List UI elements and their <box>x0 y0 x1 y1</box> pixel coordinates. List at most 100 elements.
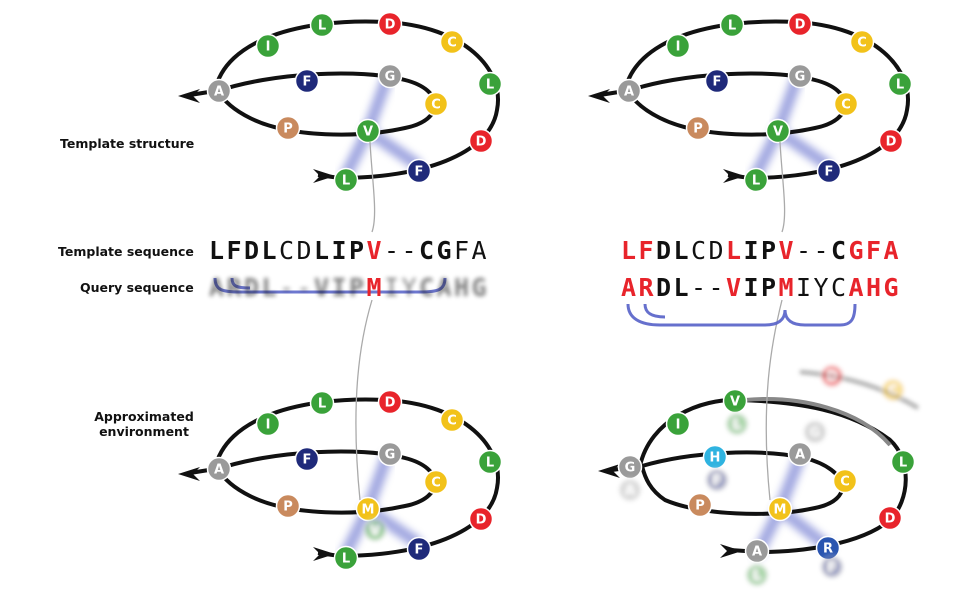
residue-letter: R <box>226 273 243 302</box>
residue-label: L <box>896 78 904 93</box>
residue-label: C <box>447 414 457 429</box>
residue-node: F <box>294 446 320 472</box>
residue-circle <box>477 449 503 475</box>
residue-circle <box>423 469 449 495</box>
residue-letter: F <box>865 236 882 265</box>
residue-node: M <box>767 496 793 522</box>
residue-label: L <box>318 19 326 34</box>
link-line <box>765 299 783 501</box>
residue-node: L <box>477 71 503 97</box>
link-line <box>369 141 376 233</box>
link-line <box>355 299 373 501</box>
residue-letter: I <box>331 236 348 265</box>
residue-letter: L <box>208 236 225 265</box>
residue-circle <box>255 411 281 437</box>
residue-circle <box>802 419 828 445</box>
alignment-bracket <box>230 277 251 290</box>
residue-circle <box>787 441 813 467</box>
residue-circle <box>704 467 730 493</box>
residue-circle <box>468 506 494 532</box>
residue-letter: D <box>243 236 260 265</box>
residue-node: F <box>819 554 845 580</box>
residue-letter: I <box>743 273 760 302</box>
residue-node: A <box>617 477 643 503</box>
query-sequence-right: ARDL--VIPMIYCAHG <box>620 273 900 303</box>
residue-circle <box>743 167 769 193</box>
residue-circle <box>206 78 232 104</box>
residue-letter: G <box>848 236 865 265</box>
residue-node: P <box>685 115 711 141</box>
residue-node: A <box>206 78 232 104</box>
residue-circle <box>406 158 432 184</box>
residue-circle <box>665 33 691 59</box>
residue-label: C <box>888 384 898 399</box>
query-sequence-left: ARDL--VIPMIYCAHG <box>208 273 488 303</box>
residue-letter: - <box>278 273 295 302</box>
residue-node: A <box>206 456 232 482</box>
residue-label: A <box>625 484 635 499</box>
residue-circle <box>275 493 301 519</box>
residue-label: C <box>447 36 457 51</box>
residue-letter: M <box>366 273 383 302</box>
residue-node: G <box>377 441 403 467</box>
residue-letter: A <box>620 273 637 302</box>
residue-label: F <box>713 474 722 489</box>
residue-circle <box>849 29 875 55</box>
residue-circle <box>423 91 449 117</box>
residue-node: M <box>355 496 381 522</box>
residue-letter: I <box>743 236 760 265</box>
residue-label: C <box>857 36 867 51</box>
backbone-inner <box>640 450 845 516</box>
residue-circle <box>309 12 335 38</box>
residue-letter: A <box>883 236 900 265</box>
residue-label: I <box>266 40 271 55</box>
alignment-bracket <box>626 303 857 327</box>
residue-label: M <box>362 503 375 518</box>
residue-label: P <box>283 122 293 137</box>
residue-circle <box>877 505 903 531</box>
residue-circle <box>616 78 642 104</box>
residue-label: V <box>730 395 740 410</box>
label-template-structure: Template structure <box>60 136 195 151</box>
residue-node: R <box>815 535 841 561</box>
residue-label: I <box>266 418 271 433</box>
residue-node: A <box>616 78 642 104</box>
residue-node: V <box>722 388 748 414</box>
residue-label: L <box>753 569 761 584</box>
residue-node: D <box>468 128 494 154</box>
residue-node: L <box>890 449 916 475</box>
residue-label: L <box>728 19 736 34</box>
residue-node: I <box>255 411 281 437</box>
residue-circle <box>275 115 301 141</box>
residue-letter: P <box>348 236 365 265</box>
residue-circle <box>787 63 813 89</box>
alignment-bracket <box>213 277 447 294</box>
residue-label: A <box>624 85 634 100</box>
residue-letter: - <box>296 273 313 302</box>
residue-label: F <box>828 561 837 576</box>
residue-node: L <box>719 12 745 38</box>
residue-circle <box>880 377 906 403</box>
residue-node: F <box>816 158 842 184</box>
residue-node: C <box>880 377 906 403</box>
residue-circle <box>333 167 359 193</box>
backbone-inner <box>216 71 437 137</box>
residue-node: F <box>704 68 730 94</box>
residue-label: F <box>415 165 424 180</box>
residue-letter: V <box>313 273 330 302</box>
residue-node: P <box>687 492 713 518</box>
residue-node: G <box>787 63 813 89</box>
residue-node: G <box>802 419 828 445</box>
residue-circle <box>294 446 320 472</box>
residue-label: A <box>214 463 224 478</box>
residue-node: I <box>255 33 281 59</box>
residue-letter: C <box>830 236 847 265</box>
residue-circle <box>744 538 770 564</box>
residue-letter: C <box>418 273 435 302</box>
residue-circle <box>309 390 335 416</box>
residue-circle <box>377 441 403 467</box>
residue-circle <box>685 115 711 141</box>
